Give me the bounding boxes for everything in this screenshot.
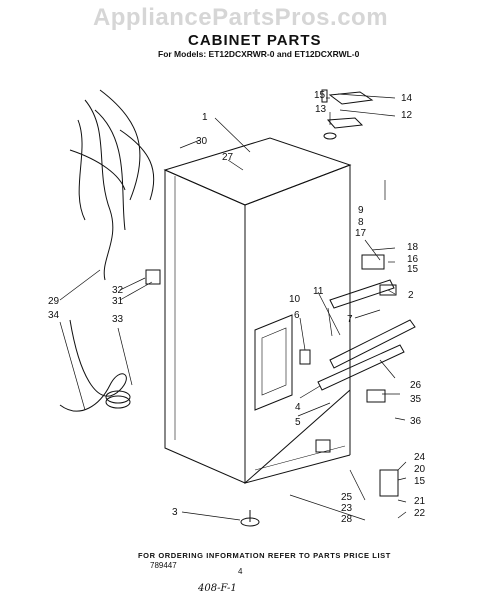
callout-24: 24 bbox=[414, 452, 426, 463]
wire-harness bbox=[69, 89, 155, 281]
page-number: 4 bbox=[238, 567, 243, 576]
callout-16: 16 bbox=[407, 254, 419, 265]
callout-17: 17 bbox=[355, 228, 367, 239]
callout-3: 3 bbox=[172, 507, 178, 518]
ordering-note: FOR ORDERING INFORMATION REFER TO PARTS … bbox=[138, 551, 391, 560]
callout-21: 21 bbox=[414, 496, 426, 507]
callout-36: 36 bbox=[410, 416, 422, 427]
callout-9: 9 bbox=[358, 205, 364, 216]
callout-2: 2 bbox=[408, 290, 414, 301]
document-number: 789447 bbox=[150, 561, 177, 570]
callout-28: 28 bbox=[341, 514, 353, 525]
callout-22: 22 bbox=[414, 508, 426, 519]
callout-18: 18 bbox=[407, 242, 419, 253]
callout-25: 25 bbox=[341, 492, 353, 503]
callout-4: 4 bbox=[295, 402, 301, 413]
callout-33: 33 bbox=[112, 314, 124, 325]
rail-lower bbox=[317, 344, 405, 391]
models-subtitle: For Models: ET12DCXRWR-0 and ET12DCXRWL-… bbox=[158, 49, 360, 59]
cabinet-front bbox=[164, 169, 246, 484]
top-hinge bbox=[328, 91, 374, 105]
cabinet-top bbox=[163, 137, 352, 206]
callout-34: 34 bbox=[48, 310, 60, 321]
callout-11: 11 bbox=[313, 286, 324, 297]
callout-15-low: 15 bbox=[414, 476, 426, 487]
callout-6: 6 bbox=[294, 310, 300, 321]
callout-26: 26 bbox=[410, 380, 422, 391]
callout-7: 7 bbox=[347, 314, 353, 325]
callout-15-mid: 15 bbox=[407, 264, 419, 275]
callout-23: 23 bbox=[341, 503, 353, 514]
page-title: CABINET PARTS bbox=[188, 32, 322, 49]
cabinet-bottom-edge bbox=[244, 454, 351, 484]
dispenser-recess bbox=[254, 314, 293, 411]
callout-12: 12 bbox=[401, 110, 413, 121]
callout-31: 31 bbox=[112, 296, 124, 307]
handwritten-code: 408-F-1 bbox=[198, 583, 237, 594]
rail-upper bbox=[329, 319, 416, 369]
callout-32: 32 bbox=[112, 285, 124, 296]
callout-29: 29 bbox=[48, 296, 60, 307]
callout-8: 8 bbox=[358, 217, 364, 228]
callout-27: 27 bbox=[222, 152, 234, 163]
watermark: AppliancePartsPros.com bbox=[92, 4, 389, 31]
callout-1: 1 bbox=[202, 112, 208, 123]
callout-5: 5 bbox=[295, 417, 301, 428]
callout-20: 20 bbox=[414, 464, 426, 475]
hinge-bracket bbox=[361, 254, 385, 270]
callout-10: 10 bbox=[289, 294, 301, 305]
callout-35: 35 bbox=[410, 394, 422, 405]
power-cord bbox=[59, 319, 127, 412]
callout-14: 14 bbox=[401, 93, 413, 104]
callout-13: 13 bbox=[315, 104, 327, 115]
callout-15-top: 15 bbox=[314, 90, 326, 101]
callout-30: 30 bbox=[196, 136, 208, 147]
rail-brace bbox=[329, 279, 395, 309]
